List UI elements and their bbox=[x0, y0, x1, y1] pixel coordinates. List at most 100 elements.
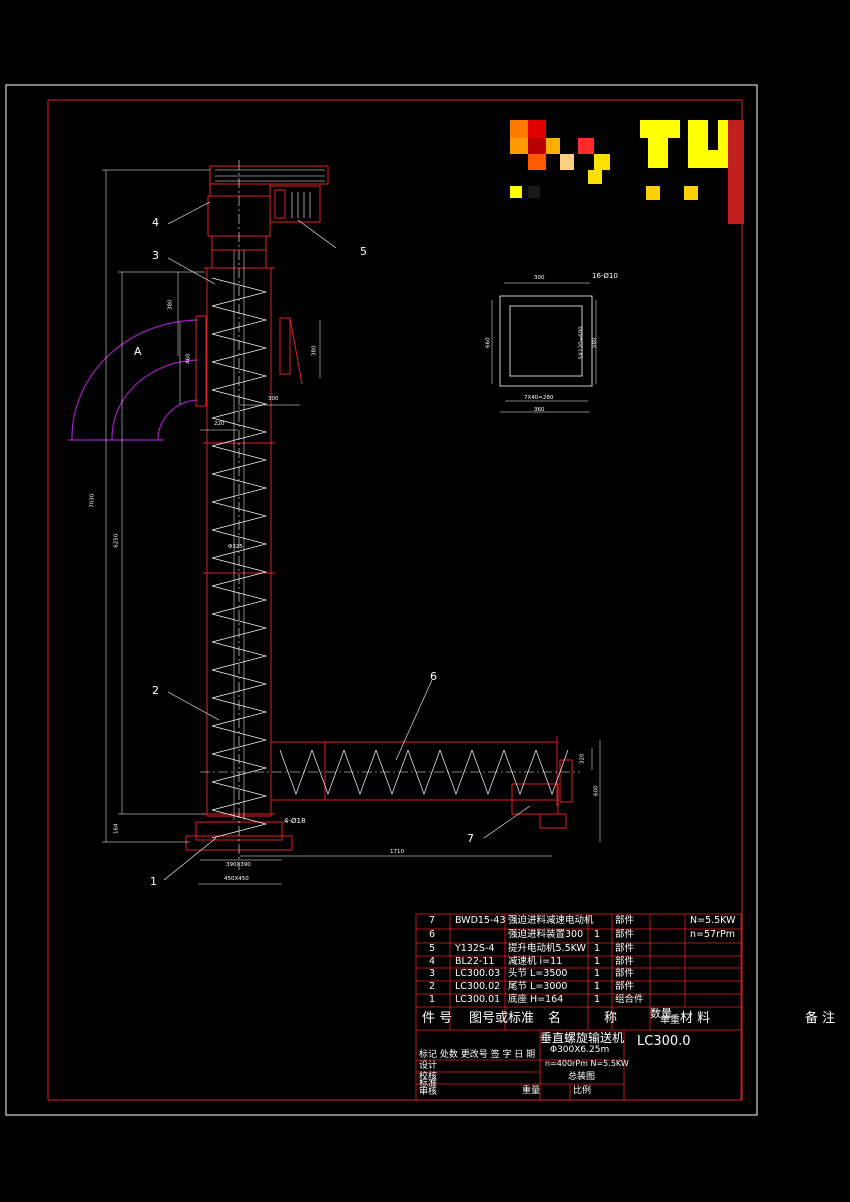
header-weight: 单重 bbox=[660, 1015, 680, 1026]
title-main: 垂直螺旋输送机 bbox=[540, 1031, 625, 1045]
part-label-7: 7 bbox=[467, 832, 474, 845]
screw-flight bbox=[211, 305, 268, 335]
parts-row-type: 部件 bbox=[615, 915, 635, 926]
screw-flight bbox=[211, 613, 268, 643]
screw-flight bbox=[211, 417, 268, 447]
revision-labels: 标记 处数 更改号 签 字 日 期 bbox=[419, 1050, 536, 1060]
parts-row-note: n=57rPm bbox=[690, 929, 735, 940]
parts-row-type: 部件 bbox=[615, 981, 635, 992]
dim-flange-holes: 16-Ø10 bbox=[592, 272, 618, 280]
screw-flight bbox=[211, 669, 268, 699]
parts-row-code: LC300.01 bbox=[455, 994, 501, 1005]
parts-row-name: 减速机 i=11 bbox=[508, 956, 563, 967]
part-label-6: 6 bbox=[430, 670, 437, 683]
screw-flight bbox=[211, 641, 268, 671]
parts-row-qty: 1 bbox=[594, 981, 601, 992]
dim-base-inner: 390X390 bbox=[226, 862, 251, 868]
dim-pipe-label: Φ325 bbox=[228, 544, 243, 550]
part-label-1: 1 bbox=[150, 875, 157, 888]
screw-flight bbox=[211, 333, 268, 363]
dim-inlet-width: 220 bbox=[214, 421, 225, 427]
dim-flange-bottom1: 7X40=280 bbox=[524, 395, 554, 401]
sign-row-standard: 标准 bbox=[419, 1079, 438, 1089]
dim-horizontal-length: 1710 bbox=[390, 849, 404, 855]
drawing-number: LC300.0 bbox=[637, 1034, 691, 1049]
dim-feeder-height: 320 bbox=[579, 753, 586, 765]
parts-row-type: 部件 bbox=[615, 968, 635, 979]
parts-row-code: Y132S-4 bbox=[455, 943, 495, 954]
dim-head-width: 300 bbox=[268, 396, 279, 402]
sign-row-design: 设计 bbox=[419, 1061, 438, 1071]
parts-row-qty: 1 bbox=[594, 968, 601, 979]
screw-flight bbox=[211, 697, 268, 727]
header-qty: 数量 bbox=[650, 1007, 672, 1020]
parts-row-code: BWD15-43 bbox=[455, 915, 506, 926]
screw-flight bbox=[535, 749, 569, 796]
title-spec2: n=400rPm N=5.5KW bbox=[545, 1059, 629, 1068]
sign-row-check: 校核 bbox=[419, 1072, 438, 1082]
sign-row-approve: 审核 bbox=[419, 1087, 438, 1097]
screw-flight bbox=[311, 749, 345, 796]
screw-flight bbox=[211, 529, 268, 559]
header-part-no: 件 号 bbox=[422, 1011, 453, 1026]
screw-flight bbox=[439, 749, 473, 796]
dim-flange-right1: 580 bbox=[591, 337, 598, 349]
header-code: 图号或标准 bbox=[469, 1011, 535, 1026]
dim-head-offset: 380 bbox=[167, 299, 174, 311]
parts-row-qty: 1 bbox=[594, 943, 601, 954]
section-marker-a: A bbox=[134, 345, 142, 358]
parts-row-name: 提升电动机5.5KW bbox=[508, 943, 586, 954]
screw-flight bbox=[343, 749, 377, 796]
header-material: 材 料 bbox=[680, 1011, 711, 1026]
screw-flight bbox=[211, 809, 268, 839]
title-sub: 总装图 bbox=[568, 1072, 596, 1082]
parts-row-qty: 1 bbox=[594, 994, 601, 1005]
parts-row-code: LC300.02 bbox=[455, 981, 501, 992]
parts-row-no: 4 bbox=[429, 956, 436, 967]
screw-flight bbox=[211, 361, 268, 391]
screw-flight bbox=[211, 725, 268, 755]
part-label-2: 2 bbox=[152, 684, 159, 697]
scale-label: 比例 bbox=[573, 1086, 592, 1096]
screw-flight bbox=[211, 585, 268, 615]
screw-flight bbox=[211, 473, 268, 503]
parts-row-code: BL22-11 bbox=[455, 956, 495, 967]
part-label-3: 3 bbox=[152, 249, 159, 262]
parts-row-type: 部件 bbox=[615, 929, 635, 940]
parts-row-no: 5 bbox=[429, 943, 436, 954]
part-label-5: 5 bbox=[360, 245, 367, 258]
screw-flight bbox=[211, 557, 268, 587]
screw-flight bbox=[211, 501, 268, 531]
dim-flange-left: 660 bbox=[485, 337, 492, 349]
screw-flight bbox=[471, 749, 505, 796]
header-name: 名 bbox=[548, 1011, 562, 1026]
parts-row-no: 1 bbox=[429, 994, 436, 1005]
parts-row-qty: 1 bbox=[594, 929, 601, 940]
parts-row-name: 头节 L=3500 bbox=[508, 968, 568, 979]
header-remark: 备 注 bbox=[805, 1011, 836, 1026]
screw-flight bbox=[211, 753, 268, 783]
dim-outlet-height: 380 bbox=[311, 345, 318, 357]
screw-flight bbox=[407, 749, 441, 796]
parts-row-name: 底座 H=164 bbox=[508, 994, 564, 1005]
screw-flight bbox=[279, 749, 313, 796]
parts-row-no: 3 bbox=[429, 968, 436, 979]
logo-watermark bbox=[510, 120, 744, 224]
header-name2: 称 bbox=[604, 1011, 618, 1026]
dim-flange-right2: 5X120=600 bbox=[578, 326, 585, 360]
screw-flight bbox=[211, 277, 268, 307]
parts-row-code: LC300.03 bbox=[455, 968, 501, 979]
parts-row-name: 尾节 L=3000 bbox=[508, 981, 568, 992]
part-label-4: 4 bbox=[152, 216, 159, 229]
screw-flight bbox=[211, 781, 268, 811]
weight-label: 重量 bbox=[522, 1086, 541, 1096]
parts-row-name: 强迫进料装置300 bbox=[508, 929, 584, 940]
parts-row-type: 部件 bbox=[615, 943, 635, 954]
parts-row-name: 强迫进料减速电动机 bbox=[508, 915, 594, 926]
dim-feeder-total: 600 bbox=[593, 785, 600, 797]
parts-row-type: 组合件 bbox=[615, 994, 644, 1005]
dim-base-outer: 450X450 bbox=[224, 876, 249, 882]
parts-row-no: 7 bbox=[429, 915, 436, 926]
dim-total-height: 7030 bbox=[89, 493, 96, 508]
